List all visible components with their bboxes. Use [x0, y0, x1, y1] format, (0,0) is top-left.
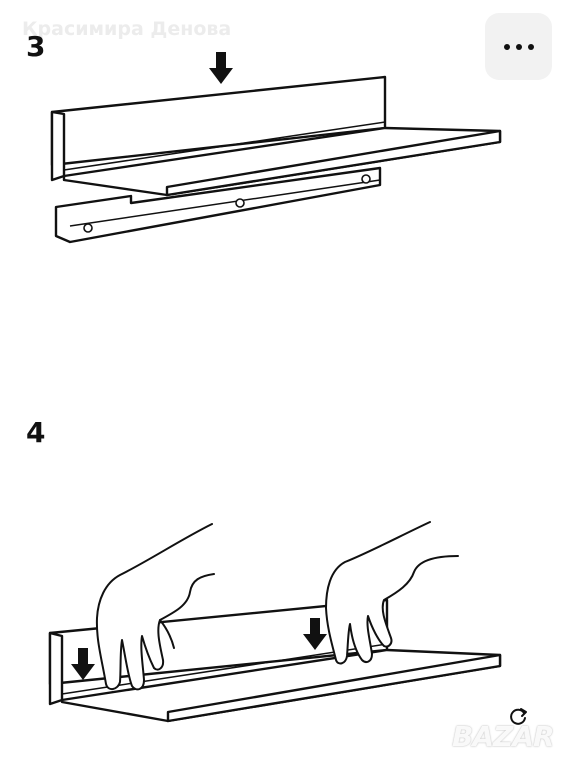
more-horizontal-icon-dot	[515, 43, 522, 50]
shelf-front-edge	[166, 653, 502, 723]
more-options-button[interactable]	[485, 13, 552, 80]
step-3-number: 3	[26, 30, 46, 63]
screw-hole	[361, 174, 371, 184]
right-hand-illustration	[325, 521, 459, 665]
step-4-illustration	[48, 521, 502, 723]
screw-hole	[83, 223, 93, 233]
down-arrow-icon	[209, 52, 233, 84]
mounting-rail	[54, 166, 382, 244]
step-4-number: 4	[26, 416, 46, 449]
screw-hole	[235, 198, 245, 208]
step-3-illustration	[50, 52, 502, 244]
shelf-left-end	[48, 631, 64, 706]
seller-name-watermark: Красимира Денова	[22, 18, 232, 40]
left-hand-illustration	[95, 523, 215, 691]
shelf-front-edge	[165, 129, 502, 197]
refresh-icon	[510, 708, 527, 725]
bazar-logo: BAZAR	[452, 720, 555, 753]
down-arrow-icon	[71, 648, 95, 680]
more-horizontal-icon-dot	[527, 43, 534, 50]
more-horizontal-icon	[503, 43, 510, 50]
shelf-left-end	[50, 110, 66, 182]
down-arrow-icon	[303, 618, 327, 650]
refresh-button[interactable]	[500, 698, 536, 734]
